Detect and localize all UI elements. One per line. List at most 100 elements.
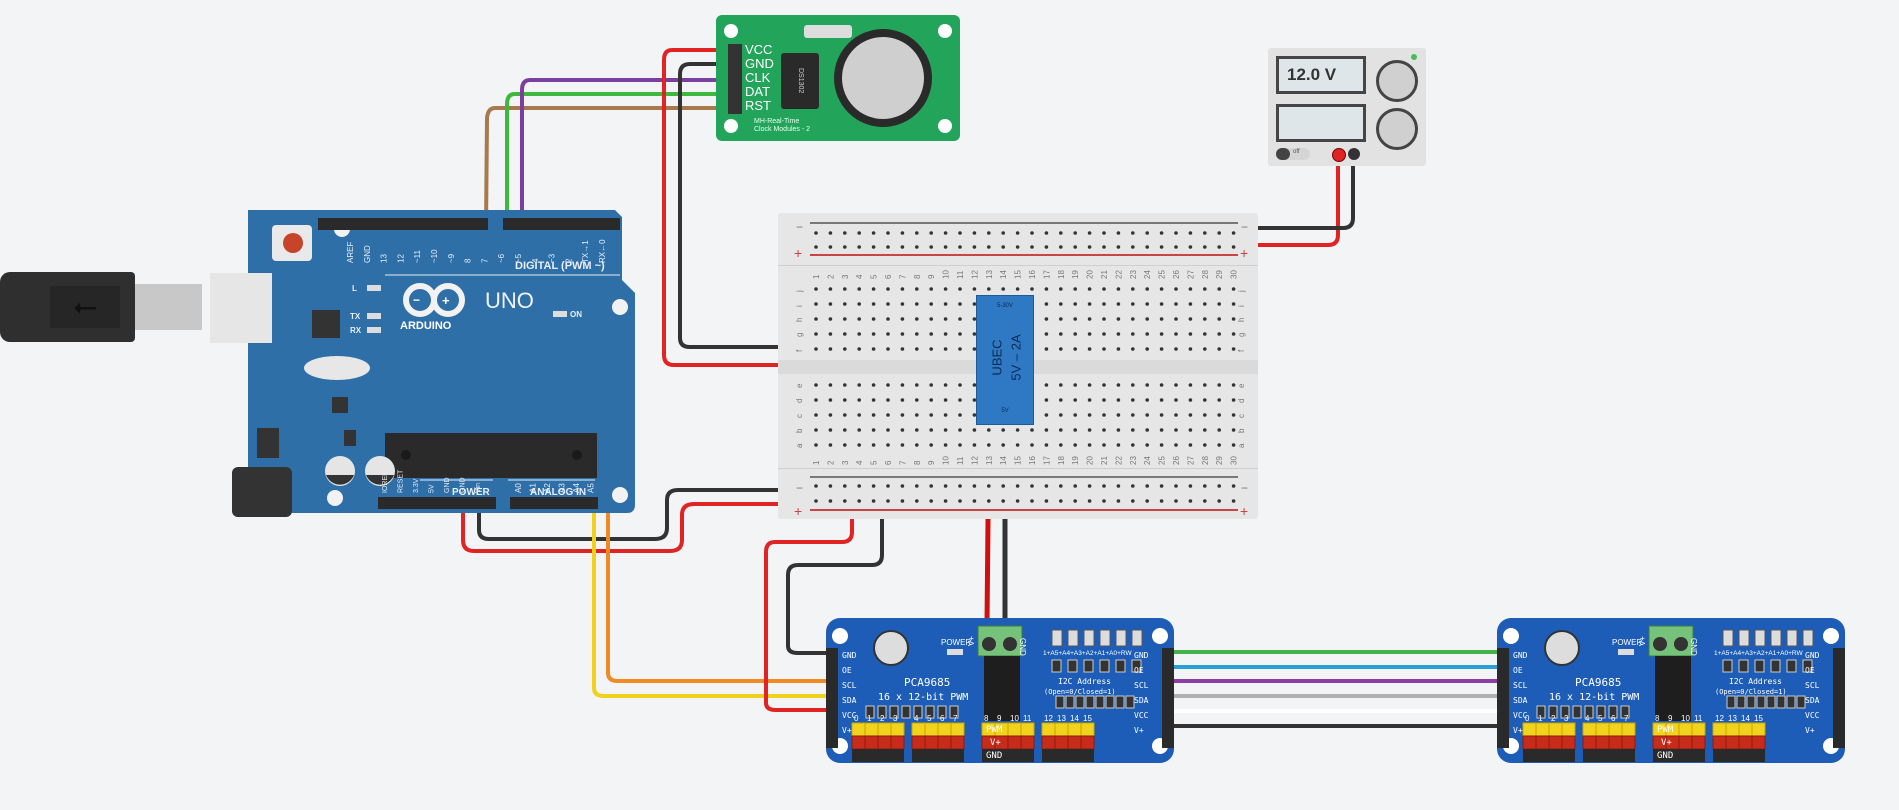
- rail-hole[interactable]: [828, 499, 833, 503]
- terminal-hole[interactable]: [886, 443, 890, 447]
- rail-hole[interactable]: [943, 231, 948, 235]
- terminal-hole[interactable]: [972, 413, 977, 417]
- terminal-hole[interactable]: [1059, 398, 1063, 402]
- terminal-hole[interactable]: [828, 302, 833, 306]
- wire-psu-positive[interactable]: [1234, 150, 1340, 247]
- gnd-pin[interactable]: [1042, 749, 1055, 762]
- vplus-pin[interactable]: [1007, 735, 1022, 750]
- terminal-hole[interactable]: [900, 398, 905, 402]
- terminal-hole[interactable]: [843, 332, 847, 336]
- gnd-pin[interactable]: [1583, 749, 1596, 762]
- terminal-hole[interactable]: [1102, 347, 1106, 351]
- terminal-hole[interactable]: [1159, 287, 1164, 291]
- terminal-hole[interactable]: [1102, 287, 1106, 291]
- terminal-hole[interactable]: [958, 428, 962, 432]
- terminal-hole[interactable]: [1131, 347, 1135, 351]
- rail-hole[interactable]: [871, 499, 876, 503]
- vplus-pin[interactable]: [890, 735, 905, 750]
- rail-hole[interactable]: [1073, 245, 1077, 249]
- terminal-hole[interactable]: [900, 443, 905, 447]
- terminal-hole[interactable]: [1044, 347, 1049, 351]
- rail-hole[interactable]: [1174, 231, 1178, 235]
- gnd-pin[interactable]: [1609, 749, 1622, 762]
- terminal-hole[interactable]: [1073, 317, 1077, 321]
- terminal-hole[interactable]: [972, 347, 977, 351]
- terminal-hole[interactable]: [1087, 398, 1092, 402]
- terminal-hole[interactable]: [1159, 413, 1164, 417]
- rail-hole[interactable]: [857, 484, 861, 488]
- terminal-hole[interactable]: [814, 302, 818, 306]
- terminal-hole[interactable]: [814, 332, 818, 336]
- terminal-hole[interactable]: [1174, 443, 1178, 447]
- rail-hole[interactable]: [958, 231, 962, 235]
- gnd-pin[interactable]: [1622, 749, 1635, 762]
- rail-hole[interactable]: [1073, 231, 1077, 235]
- pca9685-board-1[interactable]: V+ GND POWER PCA9685 16 x 12-bit PWM 1+A…: [826, 618, 1174, 768]
- terminal-hole[interactable]: [857, 398, 861, 402]
- terminal-hole[interactable]: [1001, 443, 1005, 447]
- terminal-hole[interactable]: [900, 317, 905, 321]
- terminal-hole[interactable]: [1087, 347, 1092, 351]
- terminal-hole[interactable]: [1188, 287, 1193, 291]
- pca9685-board-2[interactable]: V+ GND POWER PCA9685 16 x 12-bit PWM 1+A…: [1497, 618, 1845, 768]
- terminal-hole[interactable]: [1217, 317, 1221, 321]
- terminal-hole[interactable]: [900, 347, 905, 351]
- terminal-hole[interactable]: [843, 347, 847, 351]
- rail-hole[interactable]: [857, 231, 861, 235]
- terminal-hole[interactable]: [1217, 398, 1221, 402]
- terminal-hole[interactable]: [1131, 398, 1135, 402]
- terminal-hole[interactable]: [915, 383, 919, 387]
- terminal-hole[interactable]: [1145, 443, 1149, 447]
- terminal-hole[interactable]: [958, 413, 962, 417]
- terminal-hole[interactable]: [814, 287, 818, 291]
- terminal-hole[interactable]: [828, 287, 833, 291]
- terminal-hole[interactable]: [843, 398, 847, 402]
- wire-bb-to-pca-gnd[interactable]: [786, 488, 884, 655]
- rail-hole[interactable]: [843, 499, 847, 503]
- terminal-hole[interactable]: [814, 413, 818, 417]
- terminal-hole[interactable]: [915, 302, 919, 306]
- terminal-hole[interactable]: [972, 443, 977, 447]
- rail-hole[interactable]: [1059, 484, 1063, 488]
- terminal-hole[interactable]: [958, 347, 962, 351]
- terminal-hole[interactable]: [915, 398, 919, 402]
- terminal-hole[interactable]: [1159, 398, 1164, 402]
- negative-terminal[interactable]: [1348, 148, 1360, 160]
- rail-hole[interactable]: [1087, 231, 1092, 235]
- pwm-pin[interactable]: [1751, 722, 1766, 737]
- vplus-pin[interactable]: [1608, 735, 1623, 750]
- terminal-hole[interactable]: [857, 302, 861, 306]
- rail-hole[interactable]: [915, 499, 919, 503]
- gnd-pin[interactable]: [1523, 749, 1536, 762]
- rail-hole[interactable]: [972, 499, 977, 503]
- terminal-hole[interactable]: [828, 398, 833, 402]
- wire-psu-negative[interactable]: [1234, 150, 1355, 230]
- rail-hole[interactable]: [929, 499, 933, 503]
- terminal-hole[interactable]: [1044, 398, 1049, 402]
- terminal-hole[interactable]: [1073, 398, 1077, 402]
- gnd-pin[interactable]: [852, 749, 865, 762]
- terminal-hole[interactable]: [929, 428, 933, 432]
- rail-hole[interactable]: [1001, 245, 1005, 249]
- wire-arduino-a4-sda[interactable]: [592, 496, 838, 698]
- terminal-hole[interactable]: [871, 383, 876, 387]
- terminal-hole[interactable]: [1217, 383, 1221, 387]
- vplus-pin[interactable]: [1582, 735, 1597, 750]
- pwm-pin[interactable]: [890, 722, 905, 737]
- rail-hole[interactable]: [900, 484, 905, 488]
- terminal-hole[interactable]: [1087, 332, 1092, 336]
- rail-hole[interactable]: [987, 231, 991, 235]
- terminal-hole[interactable]: [857, 413, 861, 417]
- rail-hole[interactable]: [1015, 231, 1020, 235]
- pwm-pin[interactable]: [1535, 722, 1550, 737]
- rail-hole[interactable]: [814, 231, 818, 235]
- terminal-hole[interactable]: [1044, 287, 1049, 291]
- wire-rtc-dat[interactable]: [505, 92, 730, 230]
- terminal-hole[interactable]: [1188, 347, 1193, 351]
- gnd-pin[interactable]: [878, 749, 891, 762]
- terminal-hole[interactable]: [1087, 428, 1092, 432]
- terminal-hole[interactable]: [1044, 383, 1049, 387]
- rail-hole[interactable]: [958, 499, 962, 503]
- terminal-hole[interactable]: [828, 332, 833, 336]
- rail-hole[interactable]: [1131, 245, 1135, 249]
